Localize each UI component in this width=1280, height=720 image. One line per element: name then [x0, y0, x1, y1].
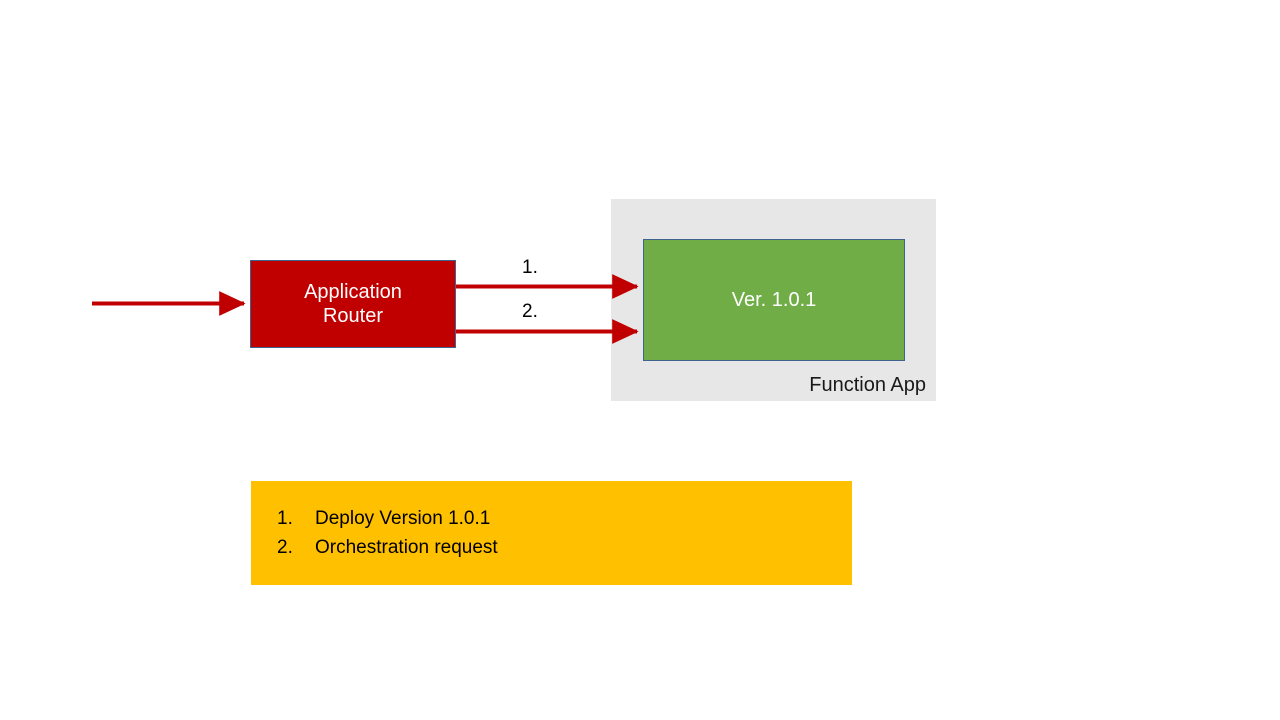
version-node-label: Ver. 1.0.1 — [731, 288, 817, 311]
application-router-label-line2: Router — [322, 305, 384, 327]
legend-item: 2. Orchestration request — [277, 533, 852, 562]
legend-item-number: 1. — [277, 508, 293, 529]
arrow-step-2-label: 2. — [522, 301, 538, 322]
legend-box: 1. Deploy Version 1.0.1 2. Orchestration… — [251, 481, 852, 585]
version-node[interactable]: Ver. 1.0.1 — [643, 239, 905, 361]
application-router-label: Application Router — [304, 280, 402, 329]
legend-item: 1. Deploy Version 1.0.1 — [277, 504, 852, 533]
legend-item-text: Orchestration request — [315, 537, 498, 558]
legend-item-text: Deploy Version 1.0.1 — [315, 508, 491, 529]
application-router-node[interactable]: Application Router — [250, 260, 456, 348]
legend-item-number: 2. — [277, 537, 293, 558]
arrow-step-1-label: 1. — [522, 257, 538, 278]
function-app-label: Function App — [809, 374, 926, 396]
application-router-label-line1: Application — [304, 280, 402, 303]
